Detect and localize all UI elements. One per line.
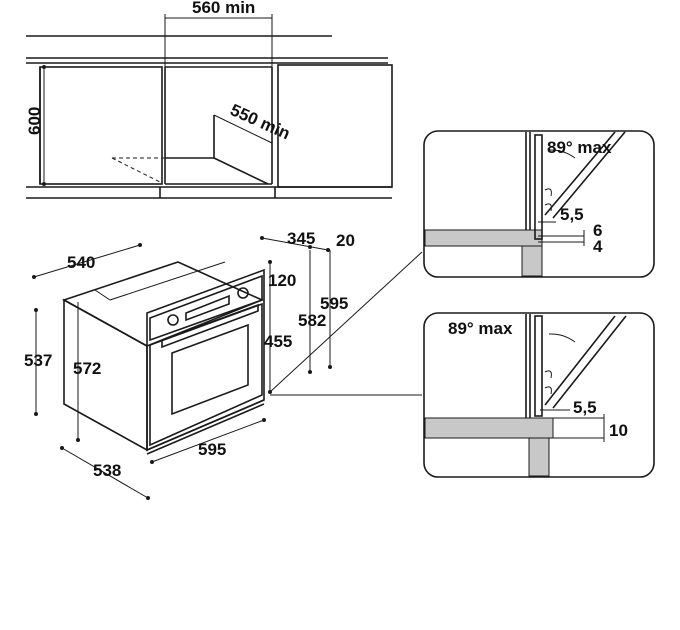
dot-345a	[260, 236, 264, 240]
depth-dim-line	[213, 114, 273, 144]
dim-345-line	[261, 237, 329, 251]
detail-top-angle-arc	[548, 149, 576, 159]
detail-top-gap-label: 5,5	[560, 205, 584, 224]
dot-595w2	[262, 418, 266, 422]
detail-bottom-gap-label: 5,5	[573, 398, 597, 417]
dot-20	[326, 248, 330, 252]
dot-538a	[60, 446, 64, 450]
oven-120-label: 120	[268, 271, 296, 290]
height-dot-top	[42, 65, 46, 69]
door-window	[171, 323, 249, 416]
knob-right-icon	[237, 287, 249, 299]
detail-top-4-label: 4	[593, 237, 603, 256]
dot-595w	[150, 460, 154, 464]
cabinet-width-label: 560 min	[192, 0, 255, 17]
detail-top-angle-label: 89° max	[547, 138, 612, 157]
hidden-line-2	[111, 157, 161, 183]
detail-bottom-shelf	[424, 417, 554, 439]
detail-top	[423, 130, 655, 278]
oven-top-bracket	[94, 289, 111, 301]
oven-20-label: 20	[336, 231, 355, 250]
oven-572-label: 572	[73, 359, 101, 378]
dot-345b	[308, 245, 312, 249]
oven-455-label: 455	[264, 332, 292, 351]
detail-top-post	[521, 245, 543, 277]
oven-595-height-label: 595	[320, 294, 348, 313]
dot-595	[328, 365, 332, 369]
oven-door	[149, 302, 263, 447]
detail-bottom-door-2	[552, 315, 627, 409]
dot-120a	[268, 260, 272, 264]
oven-538-label: 538	[93, 461, 121, 480]
dim-538-line	[61, 447, 149, 499]
oven-537-label: 537	[24, 351, 52, 370]
oven-345-label: 345	[287, 229, 315, 248]
oven-top-detail	[109, 261, 226, 301]
leader-to-top-detail	[269, 251, 423, 393]
height-dot-bottom	[42, 182, 46, 186]
left-cabinet	[39, 66, 163, 185]
detail-top-hinge-icon	[544, 188, 552, 212]
detail-bottom-angle-arc	[548, 333, 576, 343]
dim-540-line	[33, 244, 141, 278]
detail-top-oven-frame	[534, 134, 543, 240]
detail-bottom-oven-frame	[534, 315, 543, 417]
detail-top-6-label: 6	[593, 221, 602, 240]
detail-top-door	[544, 131, 616, 216]
dot-537a	[34, 308, 38, 312]
oven-depth-540-label: 540	[67, 253, 95, 272]
detail-top-door-2	[552, 131, 626, 219]
oven-width-595-label: 595	[198, 440, 226, 459]
detail-top-frame	[423, 130, 655, 278]
detail-bottom-frame	[423, 312, 655, 478]
detail-bottom	[423, 312, 655, 478]
dot-540b	[138, 243, 142, 247]
oven-base-2	[146, 403, 265, 455]
dot-540a	[32, 275, 36, 279]
dot-538b	[146, 496, 150, 500]
detail-bottom-angle-label: 89° max	[448, 319, 513, 338]
knob-left-icon	[167, 314, 179, 326]
cabinet-drawing	[26, 14, 393, 199]
detail-top-shelf	[424, 229, 543, 247]
right-cabinet	[277, 64, 393, 188]
dot-582	[308, 370, 312, 374]
dot-537b	[34, 412, 38, 416]
oven-drawing	[32, 236, 423, 500]
dim-595w-line	[151, 419, 265, 463]
detail-bottom-post	[528, 437, 550, 477]
oven-base	[146, 399, 265, 451]
control-panel	[149, 274, 263, 342]
oven-582-label: 582	[298, 311, 326, 330]
display-panel	[185, 294, 230, 322]
detail-bottom-hinge-icon	[544, 370, 552, 395]
cabinet-height-label: 600	[25, 107, 44, 135]
oven-top-panel	[62, 261, 265, 347]
detail-bottom-10-label: 10	[609, 421, 628, 440]
niche-floor-side	[213, 157, 269, 185]
detail-bottom-door	[544, 315, 616, 406]
dot-572	[76, 438, 80, 442]
